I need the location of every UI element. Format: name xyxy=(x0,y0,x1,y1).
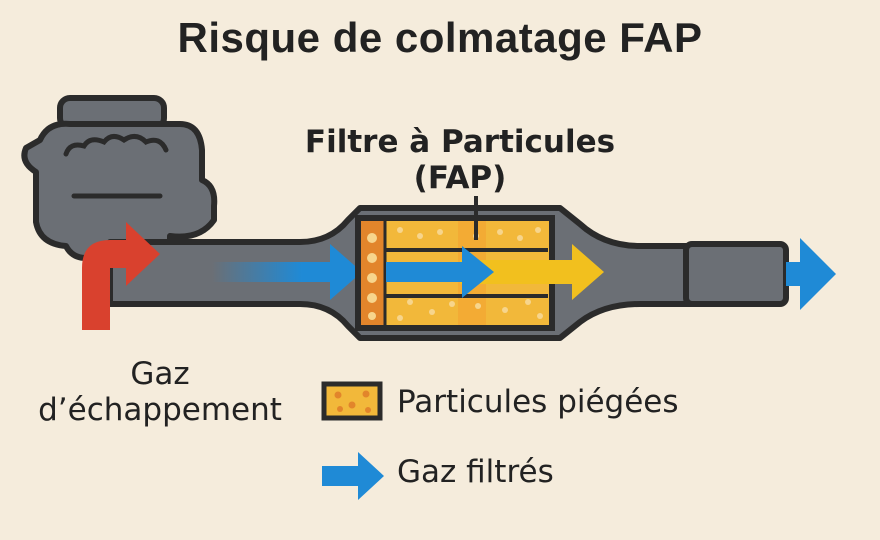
particle-swatch-icon xyxy=(321,381,383,421)
filter-label: Filtre à Particules (FAP) xyxy=(300,124,620,196)
inner-gas-arrow-icon xyxy=(386,246,494,298)
exhaust-label-line1: Gaz xyxy=(130,356,190,392)
legend-particles-label: Particules piégées xyxy=(397,384,679,420)
exhaust-label: Gaz d’échappement xyxy=(20,356,300,428)
incoming-gas-arrow-icon xyxy=(212,244,362,300)
engine-block-icon xyxy=(21,95,218,261)
diagram-title: Risque de colmatage FAP xyxy=(177,14,703,61)
filter-label-line2: (FAP) xyxy=(413,160,507,196)
outlet-gas-arrow-icon xyxy=(786,238,836,310)
legend-filtered-gas-label: Gaz filtrés xyxy=(397,454,554,490)
exhaust-gas-arrow-icon xyxy=(82,222,160,330)
filtered-gas-legend-arrow-icon xyxy=(322,452,384,500)
filter-label-line1: Filtre à Particules xyxy=(304,124,616,160)
exhaust-label-line2: d’échappement xyxy=(38,392,282,428)
particle-flow-arrow-icon xyxy=(460,244,604,300)
